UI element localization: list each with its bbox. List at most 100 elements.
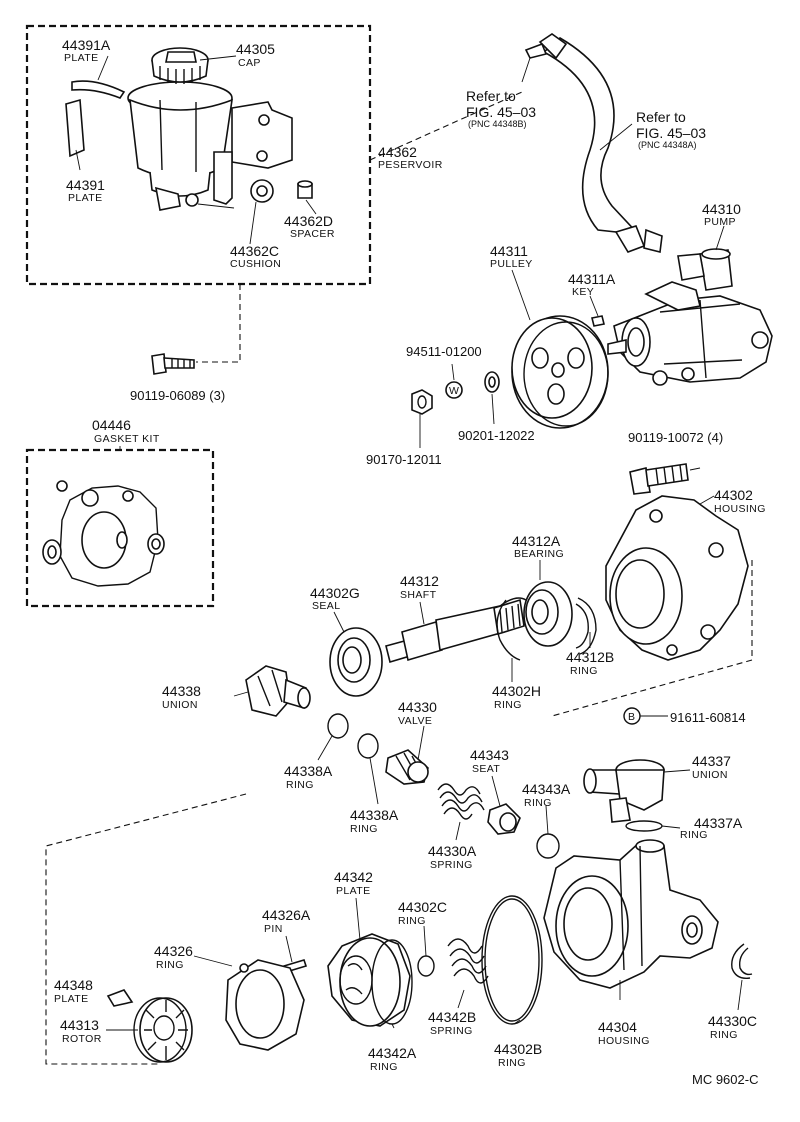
leader-44342 xyxy=(355,897,361,941)
svg-text:44337: 44337 xyxy=(692,753,731,769)
svg-text:SPRING: SPRING xyxy=(430,859,473,871)
ring-44302b-inner-shape xyxy=(484,898,540,1022)
svg-text:RING: RING xyxy=(680,829,708,841)
svg-text:44312: 44312 xyxy=(400,573,439,589)
plate-44348-shape xyxy=(106,989,134,1007)
leader-44302g xyxy=(333,611,345,633)
svg-text:(PNC 44348B): (PNC 44348B) xyxy=(468,119,527,129)
svg-text:44313: 44313 xyxy=(60,1017,99,1033)
ring-44302c-shape xyxy=(417,955,435,977)
svg-text:44304: 44304 xyxy=(598,1019,637,1035)
svg-text:90119-10072 (4): 90119-10072 (4) xyxy=(628,430,723,445)
seat-shape xyxy=(487,803,521,835)
plate-44391a-shape xyxy=(71,80,126,99)
spring-44330a-shape xyxy=(437,783,485,820)
gasket-kit-shape xyxy=(42,480,165,587)
label-90201-12022: 90201-12022 xyxy=(458,428,535,443)
plate-44391-shape xyxy=(65,98,85,158)
union-44338-shape xyxy=(245,665,311,717)
label-90119-10072: 90119-10072 (4) xyxy=(628,430,723,445)
svg-text:PIN: PIN xyxy=(264,923,283,935)
leader-44330a xyxy=(455,821,461,841)
leader-44362 xyxy=(369,91,523,161)
svg-text:44311A: 44311A xyxy=(568,271,616,287)
svg-text:91611-60814: 91611-60814 xyxy=(670,710,746,725)
svg-text:44338: 44338 xyxy=(162,683,201,699)
ring-44342a-shape xyxy=(371,939,413,1025)
seal-shape xyxy=(329,627,383,697)
svg-text:90170-12011: 90170-12011 xyxy=(366,452,442,467)
svg-text:FIG. 45–03: FIG. 45–03 xyxy=(636,125,706,141)
housing-split-line xyxy=(551,560,753,717)
svg-text:44302G: 44302G xyxy=(310,585,360,601)
svg-text:FIG. 45–03: FIG. 45–03 xyxy=(466,104,536,120)
svg-text:GASKET KIT: GASKET KIT xyxy=(94,433,160,445)
ring-44326-shape xyxy=(225,959,305,1051)
svg-text:44342A: 44342A xyxy=(368,1045,417,1061)
svg-text:PLATE: PLATE xyxy=(336,885,370,897)
svg-text:44337A: 44337A xyxy=(694,815,743,831)
svg-text:44348: 44348 xyxy=(54,977,93,993)
leader-44302b xyxy=(513,1019,521,1025)
svg-text:44330C: 44330C xyxy=(708,1013,757,1029)
svg-text:44338A: 44338A xyxy=(284,763,333,779)
leader-94511 xyxy=(451,363,455,381)
leader-44310 xyxy=(715,225,725,251)
svg-text:44302C: 44302C xyxy=(398,899,447,915)
leader-44342b xyxy=(457,989,465,1009)
svg-text:SEAL: SEAL xyxy=(312,600,340,612)
svg-text:44326: 44326 xyxy=(154,943,193,959)
svg-text:RING: RING xyxy=(286,779,314,791)
svg-text:44311: 44311 xyxy=(490,243,528,259)
svg-text:RING: RING xyxy=(524,797,552,809)
svg-text:Refer to: Refer to xyxy=(466,88,516,104)
svg-text:44302: 44302 xyxy=(714,487,753,503)
svg-text:44362: 44362 xyxy=(378,144,417,160)
svg-text:SPRING: SPRING xyxy=(430,1025,473,1037)
leader-44362d xyxy=(305,199,317,215)
leader-44330c xyxy=(737,979,743,1011)
ring-44338a-2-shape xyxy=(357,733,379,759)
svg-text:RING: RING xyxy=(570,665,598,677)
ring-44337a-shape xyxy=(625,820,663,832)
leader-44312 xyxy=(419,601,425,625)
label-90170-12011: 90170-12011 xyxy=(366,452,442,467)
svg-text:RING: RING xyxy=(156,959,184,971)
leader-44343 xyxy=(491,775,501,807)
washer-90201-shape xyxy=(484,371,500,393)
leader-44337a xyxy=(661,825,681,829)
svg-text:VALVE: VALVE xyxy=(398,715,432,727)
ring-44330c-shape xyxy=(731,943,753,979)
svg-text:44312A: 44312A xyxy=(512,533,561,549)
svg-text:SEAT: SEAT xyxy=(472,763,500,775)
svg-text:44343A: 44343A xyxy=(522,781,571,797)
leader-44302c xyxy=(423,925,427,957)
leader-44326 xyxy=(193,955,233,967)
plate-44342-shape xyxy=(327,933,411,1027)
svg-text:44302B: 44302B xyxy=(494,1041,542,1057)
svg-text:BEARING: BEARING xyxy=(514,548,564,560)
svg-text:PLATE: PLATE xyxy=(54,993,88,1005)
svg-text:44391: 44391 xyxy=(66,177,105,193)
svg-text:94511-01200: 94511-01200 xyxy=(406,344,482,359)
svg-text:PLATE: PLATE xyxy=(64,52,98,64)
ring-44338a-1-shape xyxy=(327,713,349,739)
leader-44391 xyxy=(75,149,81,171)
nut-90170-shape xyxy=(411,389,433,415)
svg-text:44326A: 44326A xyxy=(262,907,311,923)
label-91611-60814: 91611-60814 xyxy=(670,710,746,725)
shaft-shape xyxy=(385,598,525,664)
spacer-shape xyxy=(297,180,313,199)
